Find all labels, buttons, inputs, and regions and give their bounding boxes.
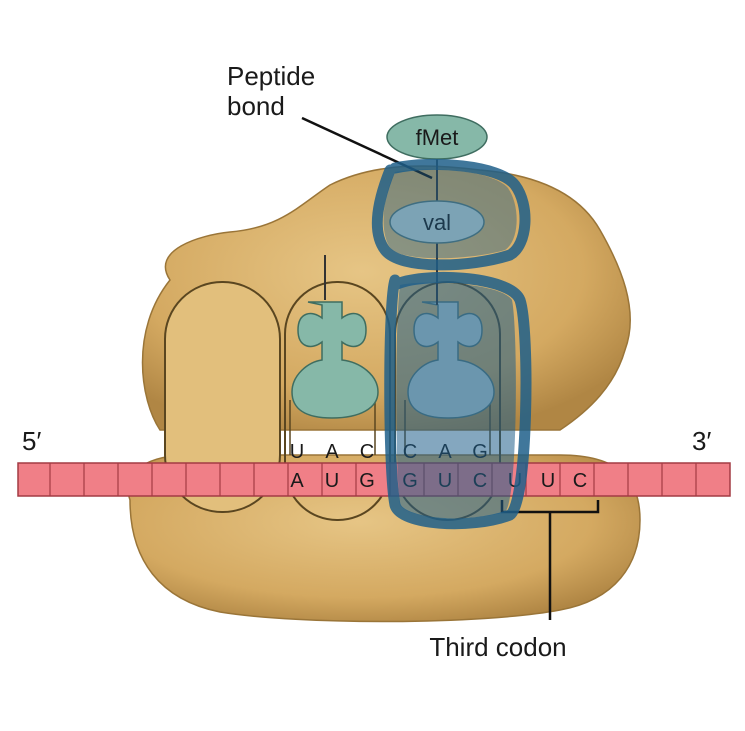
- mrna-base: G: [359, 470, 375, 492]
- e-site: [164, 281, 281, 513]
- mrna-base: C: [573, 470, 587, 492]
- highlight-fill-top: [383, 169, 517, 259]
- anticodon-base: C: [360, 441, 374, 463]
- codon-1: A U G: [290, 470, 374, 492]
- three-prime-label: 3′: [692, 426, 711, 456]
- fmet-label: fMet: [416, 125, 459, 150]
- mrna-base: A: [290, 470, 304, 492]
- third-codon-label: Third codon: [429, 632, 566, 662]
- trna-fmet: [291, 255, 379, 419]
- val-amino-acid: [389, 200, 485, 244]
- anticodon-p-site: U A C: [290, 441, 374, 463]
- val-label: val: [423, 210, 451, 235]
- p-site-trna-leg: [289, 400, 376, 455]
- mrna-strand: [17, 462, 731, 497]
- highlight-fill: [396, 282, 516, 519]
- mrna-base: U: [541, 470, 555, 492]
- anticodon-base: U: [290, 441, 304, 463]
- mrna-base: U: [325, 470, 339, 492]
- five-prime-label: 5′: [22, 426, 41, 456]
- highlight-annotation: [371, 158, 532, 530]
- anticodon-base: A: [325, 441, 339, 463]
- peptide-bond-label-line2: bond: [227, 91, 285, 121]
- peptide-bond-label-line1: Peptide: [227, 61, 315, 91]
